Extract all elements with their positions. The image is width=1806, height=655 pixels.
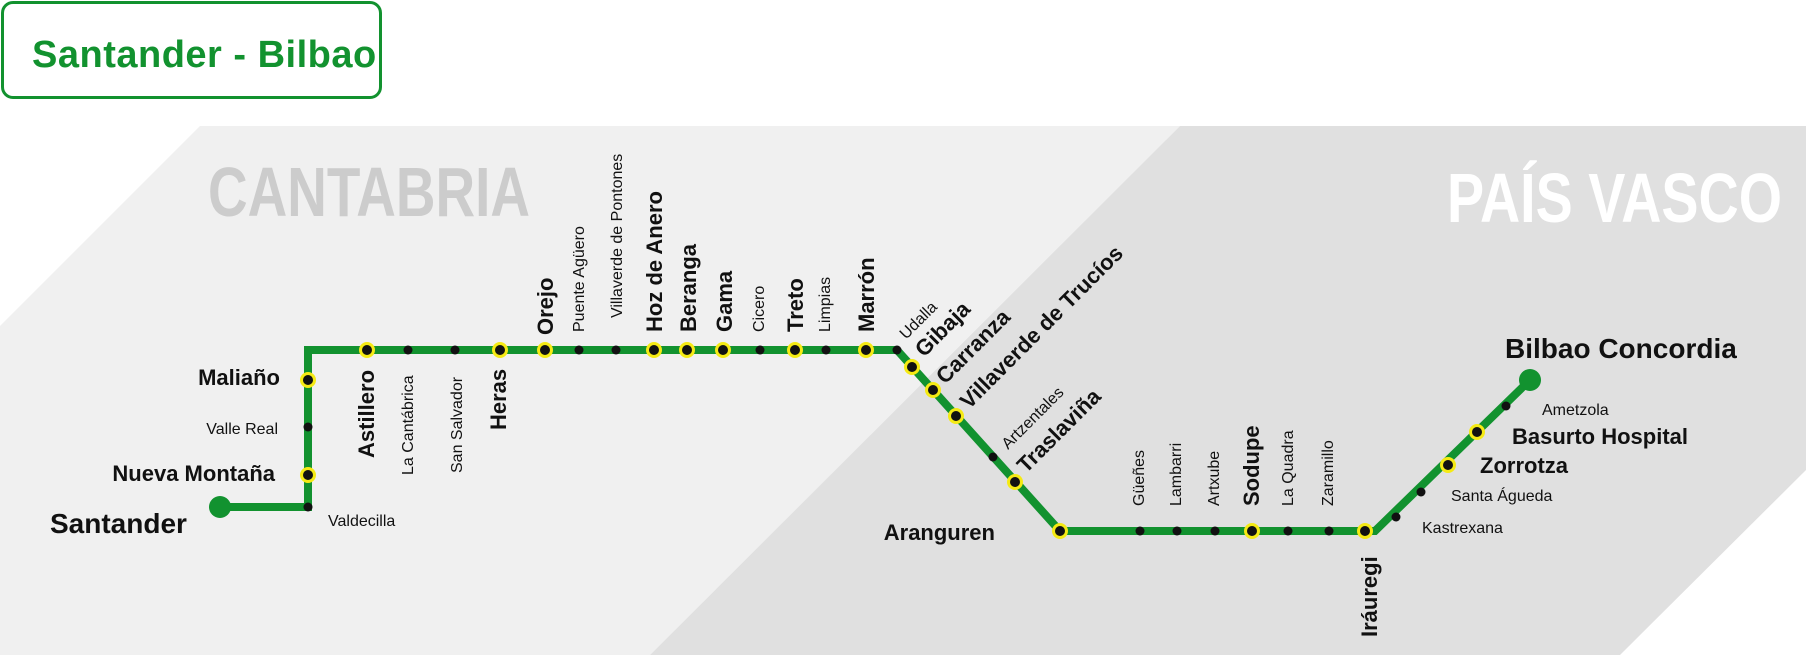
station-marker-san-salvador xyxy=(450,345,460,355)
station-marker-udalla xyxy=(892,345,902,355)
station-marker-villaverde-de-pontones xyxy=(611,345,621,355)
station-marker-maliano xyxy=(300,372,316,388)
station-label-heras: Heras xyxy=(486,369,511,430)
station-label-basurto-hospital: Basurto Hospital xyxy=(1512,424,1688,449)
station-label-puente-aguero: Puente Agüero xyxy=(571,226,588,332)
station-label-beranga: Beranga xyxy=(676,243,701,332)
station-label-zorrotza: Zorrotza xyxy=(1480,453,1569,478)
station-marker-marron xyxy=(858,342,874,358)
station-marker-santander xyxy=(209,496,231,518)
station-label-lambarri: Lambarri xyxy=(1168,443,1185,506)
station-marker-nueva-montana xyxy=(300,467,316,483)
station-label-hoz-de-anero: Hoz de Anero xyxy=(642,191,667,332)
station-label-treto: Treto xyxy=(783,278,808,332)
station-label-gama: Gama xyxy=(712,270,737,332)
station-label-nueva-montana: Nueva Montaña xyxy=(112,461,275,486)
region-label-pais-vasco: PAÍS VASCO xyxy=(1447,159,1782,237)
station-label-zaramillo: Zaramillo xyxy=(1320,440,1337,506)
station-marker-valdecilla xyxy=(303,502,313,512)
station-label-bilbao-concordia: Bilbao Concordia xyxy=(1505,333,1737,364)
station-marker-bilbao-concordia xyxy=(1519,369,1541,391)
region-label-cantabria: CANTABRIA xyxy=(208,153,530,231)
station-marker-treto xyxy=(787,342,803,358)
station-marker-ametzola xyxy=(1501,401,1511,411)
station-marker-santa-agueda xyxy=(1416,487,1426,497)
station-marker-beranga xyxy=(679,342,695,358)
station-marker-puente-aguero xyxy=(574,345,584,355)
station-label-villaverde-de-pontones: Villaverde de Pontones xyxy=(609,154,626,318)
station-marker-limpias xyxy=(821,345,831,355)
station-label-santa-agueda: Santa Águeda xyxy=(1451,486,1553,505)
station-label-kastrexana: Kastrexana xyxy=(1422,520,1503,537)
station-marker-gama xyxy=(715,342,731,358)
station-label-la-quadra: La Quadra xyxy=(1280,430,1297,506)
station-marker-astillero xyxy=(359,342,375,358)
station-marker-basurto-hospital xyxy=(1469,424,1485,440)
station-label-la-cantabrica: La Cantábrica xyxy=(400,375,417,475)
station-marker-valle-real xyxy=(303,422,313,432)
route-title-box: Santander - Bilbao xyxy=(1,1,382,99)
station-marker-aranguren xyxy=(1052,523,1068,539)
station-marker-la-quadra xyxy=(1283,526,1293,536)
station-label-valle-real: Valle Real xyxy=(206,421,278,438)
station-label-santander: Santander xyxy=(50,508,187,539)
station-label-aranguren: Aranguren xyxy=(884,520,995,545)
station-marker-hoz-de-anero xyxy=(646,342,662,358)
station-label-limpias: Limpias xyxy=(817,277,834,332)
station-marker-gibaja xyxy=(904,359,920,375)
station-label-artxube: Artxube xyxy=(1206,451,1223,506)
station-marker-irauregi xyxy=(1357,523,1373,539)
station-label-cicero: Cicero xyxy=(751,286,768,332)
pais-vasco-region-bg xyxy=(650,126,1806,655)
station-marker-sodupe xyxy=(1244,523,1260,539)
station-label-ametzola: Ametzola xyxy=(1542,402,1609,419)
station-label-marron: Marrón xyxy=(854,257,879,332)
station-label-guenes: Güeñes xyxy=(1131,450,1148,506)
station-marker-kastrexana xyxy=(1391,512,1401,522)
station-marker-zorrotza xyxy=(1440,457,1456,473)
station-label-orejo: Orejo xyxy=(533,278,558,335)
station-marker-carranza xyxy=(925,382,941,398)
station-marker-traslavina xyxy=(1007,474,1023,490)
station-marker-artzentales xyxy=(988,452,998,462)
station-label-san-salvador: San Salvador xyxy=(449,376,466,473)
station-marker-la-cantabrica xyxy=(403,345,413,355)
station-marker-villaverde-de-trucios xyxy=(948,408,964,424)
station-label-valdecilla: Valdecilla xyxy=(328,513,395,530)
cantabria-region-bg xyxy=(0,126,1180,655)
station-label-astillero: Astillero xyxy=(354,370,379,458)
station-marker-guenes xyxy=(1135,526,1145,536)
station-marker-zaramillo xyxy=(1324,526,1334,536)
station-label-irauregi: Iráuregi xyxy=(1357,556,1382,637)
station-marker-artxube xyxy=(1210,526,1220,536)
route-title: Santander - Bilbao xyxy=(32,34,377,76)
station-marker-orejo xyxy=(537,342,553,358)
station-marker-lambarri xyxy=(1172,526,1182,536)
station-label-sodupe: Sodupe xyxy=(1239,425,1264,506)
station-label-maliano: Maliaño xyxy=(198,365,280,390)
station-marker-heras xyxy=(492,342,508,358)
station-marker-cicero xyxy=(755,345,765,355)
